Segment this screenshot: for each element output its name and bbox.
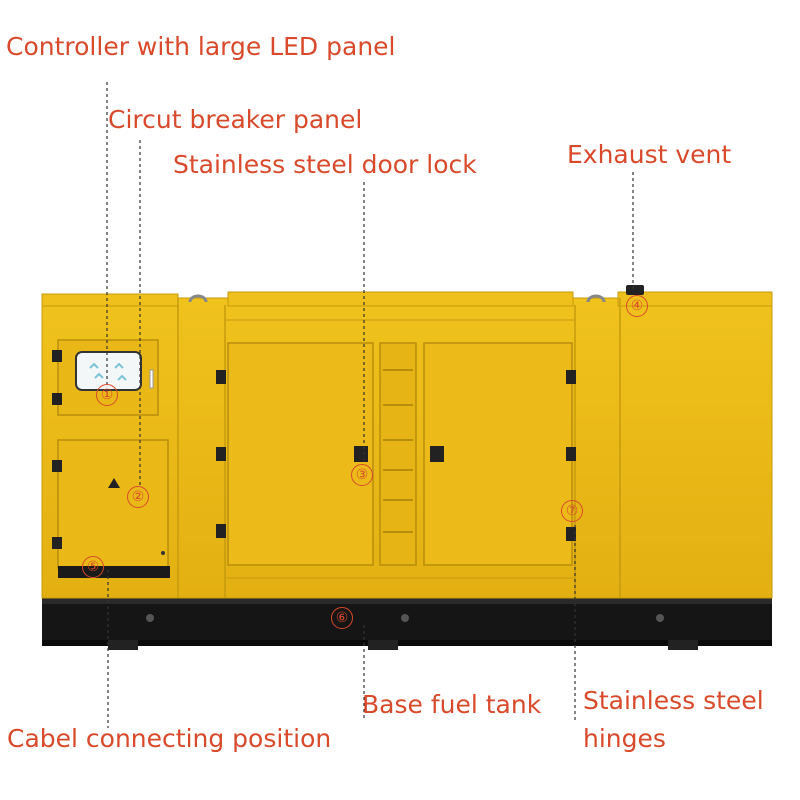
right-door — [423, 342, 573, 566]
warning-icon — [108, 478, 120, 488]
left-door — [227, 342, 374, 566]
exhaust-pipe — [626, 285, 644, 295]
callout-controller: Controller with large LED panel — [6, 32, 396, 61]
callout-fuel-tank: Base fuel tank — [362, 690, 542, 719]
marker-7: ⑦ — [561, 500, 583, 522]
callout-hinges-line2: hinges — [583, 724, 666, 753]
callout-exhaust: Exhaust vent — [567, 140, 732, 169]
louver-vent — [379, 342, 417, 566]
marker-1: ① — [96, 384, 118, 406]
lifting-foot-mid — [368, 640, 398, 650]
callout-door-lock: Stainless steel door lock — [173, 150, 477, 179]
marker-6: ⑥ — [331, 607, 353, 629]
marker-4: ④ — [626, 295, 648, 317]
lifting-foot-left — [108, 640, 138, 650]
marker-2: ② — [127, 486, 149, 508]
marker-3: ③ — [351, 464, 373, 486]
lifting-foot-right — [668, 640, 698, 650]
breaker-panel-door — [57, 439, 169, 569]
door-lock-right — [430, 446, 444, 462]
callout-hinges-line1: Stainless steel — [583, 686, 764, 715]
callout-cable: Cabel connecting position — [7, 724, 332, 753]
callout-breaker: Circut breaker panel — [108, 105, 363, 134]
marker-5: ⑤ — [82, 556, 104, 578]
